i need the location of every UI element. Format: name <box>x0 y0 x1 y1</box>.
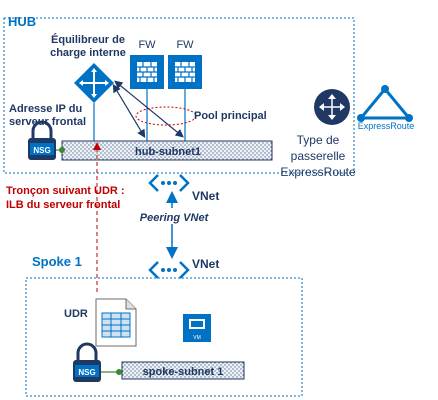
expressroute-icon <box>357 85 413 122</box>
spoke-vnet-icon <box>148 261 190 279</box>
backend-pool-ellipse <box>135 106 197 126</box>
hub-title: HUB <box>8 14 36 29</box>
load-balancer-icon <box>74 63 114 103</box>
gateway-type-line2: passerelle <box>291 149 346 163</box>
firewall-1-icon <box>130 55 164 89</box>
spoke-title: Spoke 1 <box>32 254 82 269</box>
spoke-vnet-label: VNet <box>192 257 219 271</box>
frontend-ip-line2: serveur frontal <box>9 116 86 128</box>
backend-pool-label: Pool principal <box>194 110 267 122</box>
fw1-label: FW <box>138 39 156 51</box>
hub-vnet-label: VNet <box>192 189 219 203</box>
peering-label: Peering VNet <box>140 212 210 224</box>
firewall-2-icon <box>168 55 202 89</box>
vm-label: VM <box>193 335 201 341</box>
hub-nsg-lock-icon <box>28 120 56 160</box>
spoke-nsg-dot <box>116 369 122 375</box>
spoke-subnet <box>121 361 245 380</box>
gateway-type-line3: ExpressRoute <box>280 165 356 179</box>
spoke-nsg-label: NSG <box>78 368 95 377</box>
ilb-label-line2: charge interne <box>50 47 126 59</box>
hub-subnet-label: hub-subnet1 <box>135 146 201 158</box>
gateway-type-line1: Type de <box>297 133 340 147</box>
hub-nsg-dot <box>59 147 65 153</box>
spoke-vnet-border <box>25 277 303 397</box>
fw2-label: FW <box>176 39 194 51</box>
spoke-subnet-label: spoke-subnet 1 <box>143 366 224 378</box>
hub-vnet-border <box>3 17 355 174</box>
vm-icon <box>183 314 211 342</box>
spoke-nsg-lock-icon <box>73 342 101 382</box>
udr-label: UDR <box>64 308 88 320</box>
hub-vnet-icon <box>148 174 190 192</box>
udr-route-line1: Tronçon suivant UDR : <box>6 185 125 197</box>
udr-route-line2: ILB du serveur frontal <box>6 199 120 211</box>
lb-to-fw1-arrow <box>112 83 146 139</box>
gateway-router-icon <box>314 89 350 125</box>
ilb-label-line1: Équilibreur de <box>51 33 125 46</box>
expressroute-label: ExpressRoute <box>358 121 415 131</box>
frontend-ip-line1: Adresse IP du <box>9 103 82 115</box>
udr-table-icon <box>95 298 137 347</box>
hub-nsg-label: NSG <box>33 146 50 155</box>
